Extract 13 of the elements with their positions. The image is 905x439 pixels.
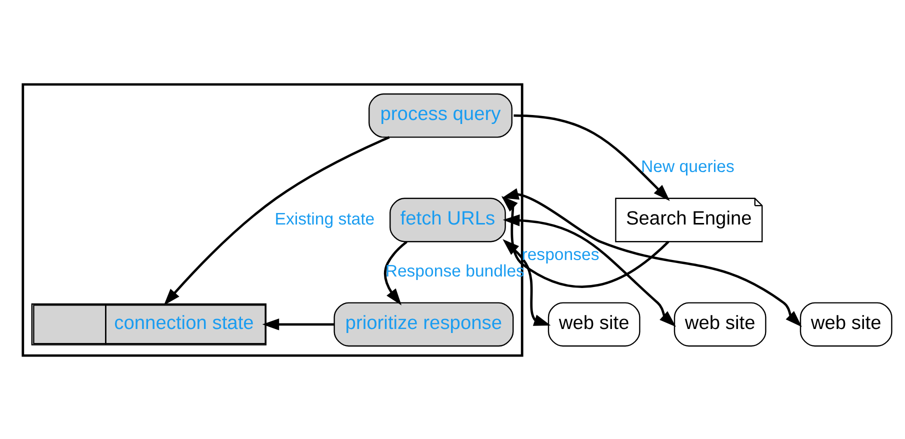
edge-label: Existing state (274, 208, 375, 228)
arrow (262, 318, 334, 330)
node-box: web site (800, 302, 892, 346)
edge-label: New queries (641, 156, 734, 176)
arrow (514, 114, 670, 200)
node-box: process query (368, 92, 512, 138)
node-box: prioritize response (334, 302, 514, 346)
node-box: fetch URLs (390, 197, 506, 242)
node-box: web site (548, 302, 640, 346)
arrow (164, 136, 390, 305)
node-box: web site (674, 302, 766, 346)
cluster (22, 82, 524, 356)
arrow (384, 240, 408, 305)
